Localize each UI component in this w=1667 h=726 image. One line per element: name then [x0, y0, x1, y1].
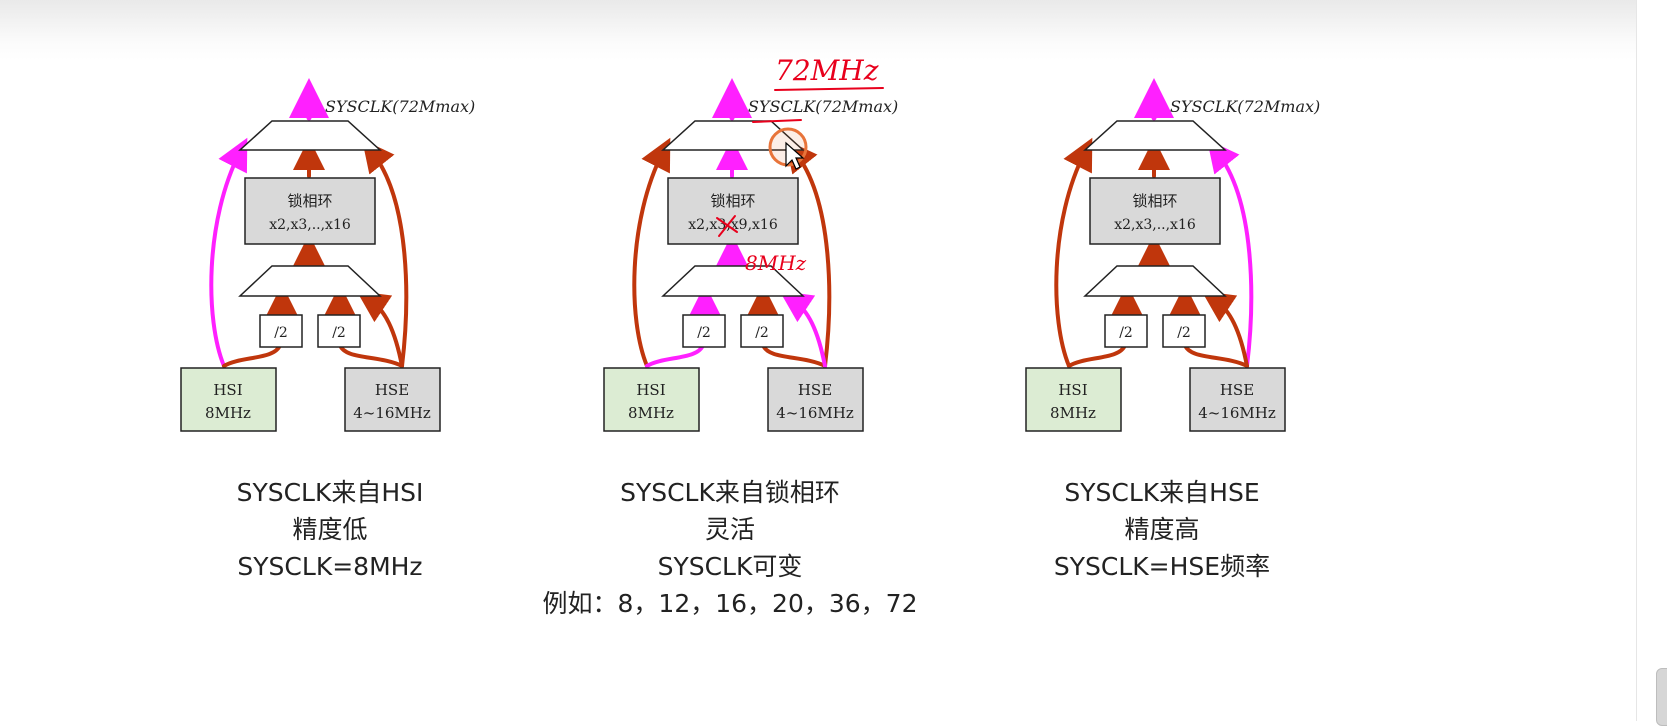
pll-title: 锁相环 — [1132, 192, 1177, 210]
right-edge-strip — [1636, 0, 1667, 721]
cursor-arrow-icon — [785, 141, 805, 170]
pll-box — [244, 177, 376, 245]
divider-label: /2 — [697, 325, 711, 341]
hsi-box — [1025, 367, 1122, 432]
hse-freq: 4~16MHz — [353, 404, 431, 422]
caption-line: SYSCLK来自HSE — [1064, 478, 1260, 507]
hse-box — [1189, 367, 1286, 432]
divider-label: /2 — [1177, 325, 1191, 341]
hse-to-sysmux-path — [362, 139, 409, 368]
pll-input-mux — [661, 265, 805, 297]
caption-line: SYSCLK来自锁相环 — [620, 478, 840, 507]
hsi-to-sysmux-path — [209, 137, 248, 368]
sysclk-label: SYSCLK(72Mmax) — [1170, 97, 1320, 116]
pll-multiplier-label: x2,x3,x9,x16 — [688, 217, 778, 233]
hsi-to-sysmux-path — [632, 137, 671, 368]
sysclk-label: SYSCLK(72Mmax) — [748, 97, 898, 116]
caption-line: 例如：8，12，16，20，36，72 — [542, 589, 918, 618]
annotation-scribble — [716, 215, 738, 237]
annotation-underline — [774, 87, 884, 91]
hse-box — [344, 367, 441, 432]
sysclk-output-dot — [726, 102, 738, 114]
hse-to-sysmux-path — [785, 139, 832, 368]
caption-panel-1: SYSCLK来自HSI 精度低 SYSCLK=8MHz — [130, 474, 530, 585]
hse-freq: 4~16MHz — [776, 404, 854, 422]
pll-multiplier-label: x2,x3,..,x16 — [269, 217, 351, 233]
pll-title: 锁相环 — [710, 192, 755, 210]
hse-name: HSE — [1220, 381, 1254, 399]
divider-box — [682, 314, 726, 348]
hse-to-div-path — [338, 343, 404, 368]
divider-box — [740, 314, 784, 348]
annotation-8mhz: 8MHz — [745, 251, 807, 275]
hsi-name: HSI — [636, 381, 665, 399]
annotation-mark — [752, 119, 802, 123]
hse-to-inmux-path — [779, 291, 827, 368]
hsi-to-sysmux-path — [1054, 137, 1093, 368]
hsi-box — [180, 367, 277, 432]
pll-input-mux — [1083, 265, 1227, 297]
divider-label: /2 — [274, 325, 288, 341]
annotation-72mhz: 72MHz — [775, 54, 879, 87]
caption-line: 精度高 — [1124, 515, 1200, 544]
hsi-name: HSI — [213, 381, 242, 399]
hse-to-inmux-path — [1201, 291, 1249, 368]
divider-box — [1104, 314, 1148, 348]
pll-title: 锁相环 — [287, 192, 332, 210]
caption-line: SYSCLK来自HSI — [236, 478, 424, 507]
hse-to-inmux-path — [356, 291, 404, 368]
hsi-freq: 8MHz — [205, 404, 251, 422]
hse-name: HSE — [375, 381, 409, 399]
top-gradient-bar — [0, 0, 1667, 60]
divider-label: /2 — [332, 325, 346, 341]
clock-panel-2: 锁相环x2,x3,x9,x16/2/2HSI8MHzHSE4~16MHzSYSC… — [603, 54, 898, 432]
hsi-to-div-path — [645, 343, 705, 368]
divider-box — [1162, 314, 1206, 348]
divider-label: /2 — [755, 325, 769, 341]
hse-box — [767, 367, 864, 432]
caption-line: SYSCLK可变 — [657, 552, 803, 581]
caption-line: 灵活 — [704, 515, 755, 544]
sysclk-mux — [1083, 120, 1227, 151]
hse-to-sysmux-path — [1207, 139, 1254, 368]
hsi-name: HSI — [1058, 381, 1087, 399]
caption-line: SYSCLK=8MHz — [237, 552, 423, 581]
hsi-box — [603, 367, 700, 432]
hsi-to-div-path — [222, 343, 282, 368]
sysclk-output-dot — [1148, 102, 1160, 114]
pll-box — [1089, 177, 1221, 245]
pll-input-mux — [238, 265, 382, 297]
pll-box — [667, 177, 799, 245]
hse-to-div-path — [1183, 343, 1249, 368]
caption-line: SYSCLK=HSE频率 — [1053, 552, 1271, 581]
divider-box — [259, 314, 303, 348]
divider-box — [317, 314, 361, 348]
hse-freq: 4~16MHz — [1198, 404, 1276, 422]
sysclk-mux — [238, 120, 382, 151]
hsi-to-div-path — [1067, 343, 1127, 368]
hse-name: HSE — [798, 381, 832, 399]
pll-multiplier-label: x2,x3,..,x16 — [1114, 217, 1196, 233]
sysclk-output-dot — [303, 102, 315, 114]
caption-panel-3: SYSCLK来自HSE 精度高 SYSCLK=HSE频率 — [962, 474, 1362, 585]
hsi-freq: 8MHz — [628, 404, 674, 422]
divider-label: /2 — [1119, 325, 1133, 341]
caption-line: 精度低 — [292, 515, 368, 544]
hsi-freq: 8MHz — [1050, 404, 1096, 422]
hse-to-div-path — [761, 343, 827, 368]
sysclk-label: SYSCLK(72Mmax) — [325, 97, 475, 116]
sysclk-mux — [661, 120, 805, 151]
caption-panel-2: SYSCLK来自锁相环 灵活 SYSCLK可变 例如：8，12，16，20，36… — [530, 474, 930, 622]
